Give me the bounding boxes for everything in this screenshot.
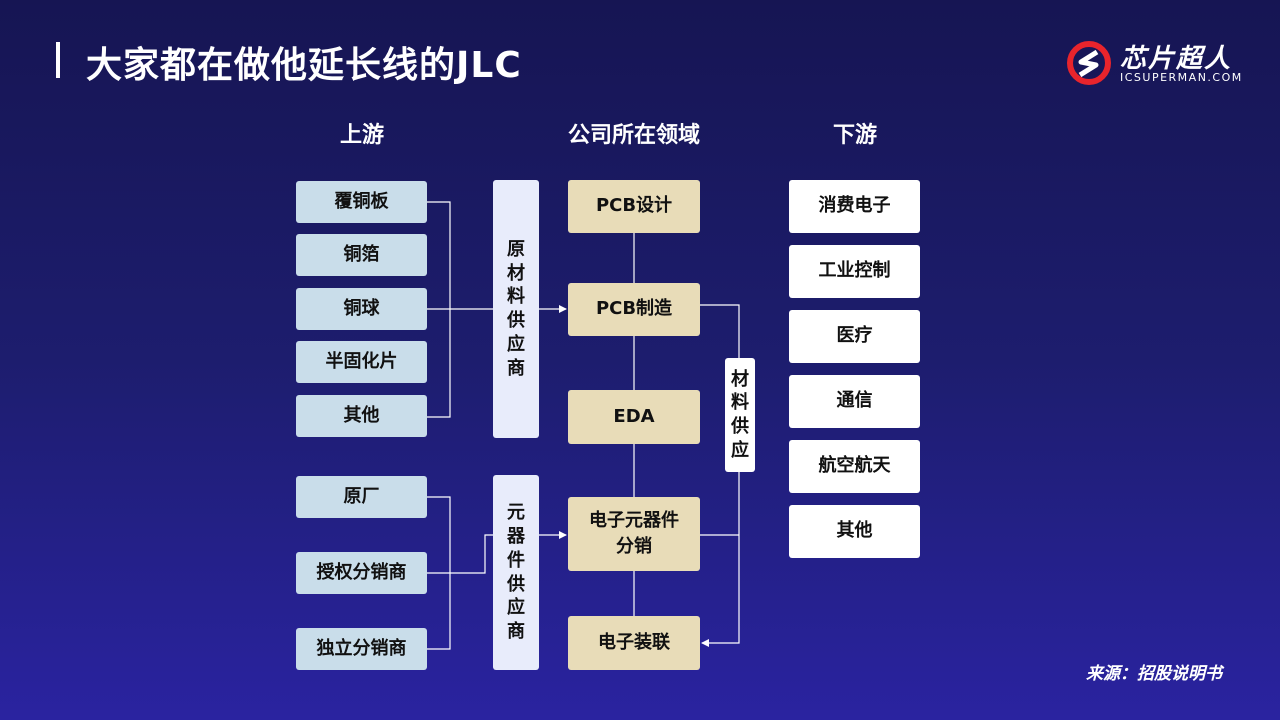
downstream-aerospace[interactable]: 航空航天 xyxy=(789,440,920,493)
column-head-company: 公司所在领域 xyxy=(567,123,700,148)
upstream-material-ccl[interactable]: 覆铜板 xyxy=(296,181,427,223)
upstream-material-copper-foil[interactable]: 铜箔 xyxy=(296,234,427,276)
downstream-communication[interactable]: 通信 xyxy=(789,375,920,428)
upstream-component-oem[interactable]: 原厂 xyxy=(296,476,427,518)
upstream-material-copper-ball[interactable]: 铜球 xyxy=(296,288,427,330)
domain-electronic-assembly[interactable]: 电子装联 xyxy=(568,616,700,670)
title-accent-bar xyxy=(56,42,60,78)
domain-pcb-manufacturing[interactable]: PCB制造 xyxy=(568,283,700,336)
source-note: 来源：招股说明书 xyxy=(1086,664,1222,684)
downstream-consumer-electronics[interactable]: 消费电子 xyxy=(789,180,920,233)
logo-url: ICSUPERMAN.COM xyxy=(1120,71,1243,84)
material-supply-box[interactable]: 材 料 供 应 xyxy=(725,358,755,472)
upstream-material-prepreg[interactable]: 半固化片 xyxy=(296,341,427,383)
downstream-medical[interactable]: 医疗 xyxy=(789,310,920,363)
components-supplier-box[interactable]: 元 器 件 供 应 商 xyxy=(493,475,539,670)
logo-mark-icon xyxy=(1067,41,1111,85)
downstream-other[interactable]: 其他 xyxy=(789,505,920,558)
upstream-component-authorized[interactable]: 授权分销商 xyxy=(296,552,427,594)
material-supply-loop xyxy=(700,304,740,647)
downstream-industrial-control[interactable]: 工业控制 xyxy=(789,245,920,298)
components-to-supplier-line xyxy=(450,534,493,574)
page-title: 大家都在做他延长线的JLC xyxy=(86,45,522,86)
domain-eda[interactable]: EDA xyxy=(568,390,700,444)
column-head-upstream: 上游 xyxy=(339,123,384,148)
column-head-downstream: 下游 xyxy=(832,123,877,148)
brand-logo[interactable]: 芯片超人 ICSUPERMAN.COM xyxy=(1066,38,1256,88)
domain-pcb-design[interactable]: PCB设计 xyxy=(568,180,700,233)
upstream-material-other[interactable]: 其他 xyxy=(296,395,427,437)
upstream-component-independent[interactable]: 独立分销商 xyxy=(296,628,427,670)
logo-name: 芯片超人 xyxy=(1120,44,1233,74)
domain-component-distribution[interactable]: 电子元器件分销 xyxy=(568,497,700,571)
materials-supplier-box[interactable]: 原 材 料 供 应 商 xyxy=(493,180,539,438)
